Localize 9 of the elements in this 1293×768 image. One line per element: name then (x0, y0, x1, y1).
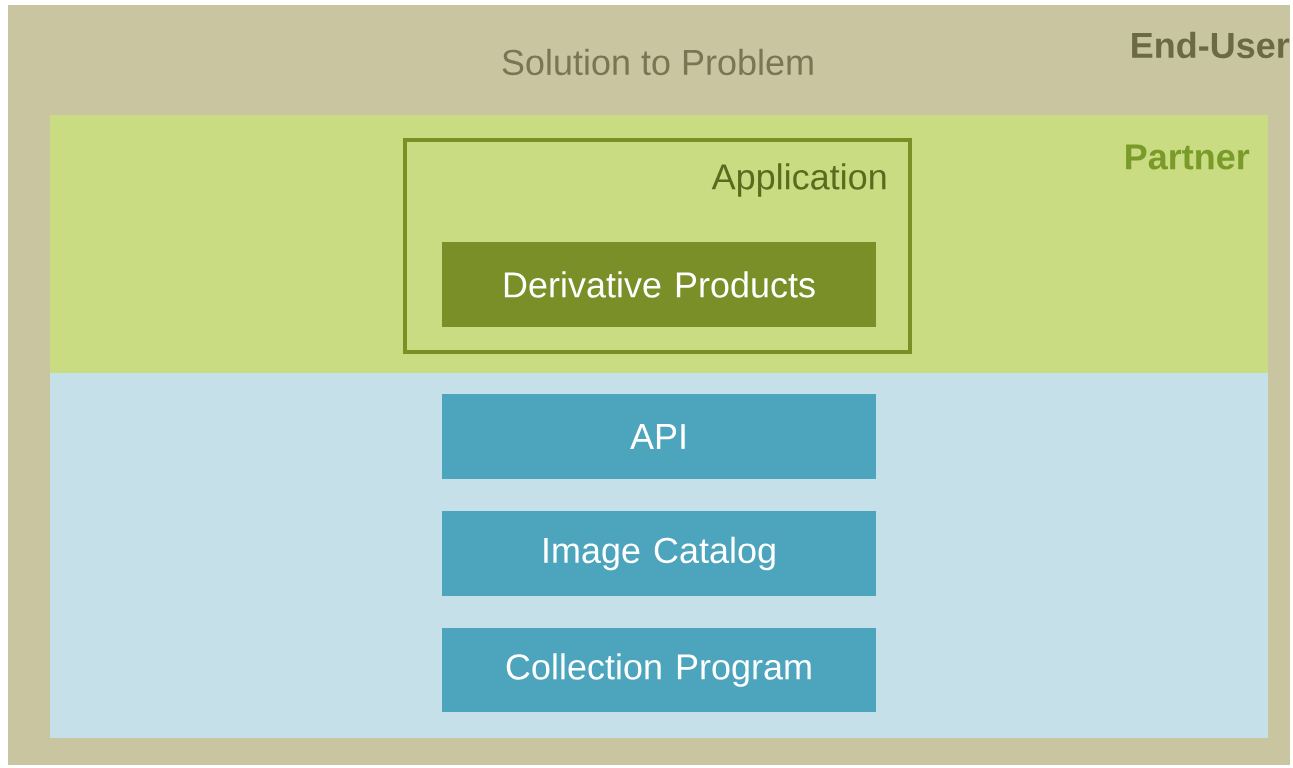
band-label: Application (711, 163, 886, 197)
layer-box: Derivative Products (442, 242, 876, 327)
band-label: End-User (1132, 31, 1290, 59)
layer-box: Collection Program (442, 628, 876, 712)
layer-box: API (442, 394, 876, 479)
band-label: Solution to Problem (502, 48, 813, 76)
frame-box (403, 138, 912, 354)
layer-box: Image Catalog (442, 511, 876, 596)
band-label: Partner (1126, 144, 1250, 170)
